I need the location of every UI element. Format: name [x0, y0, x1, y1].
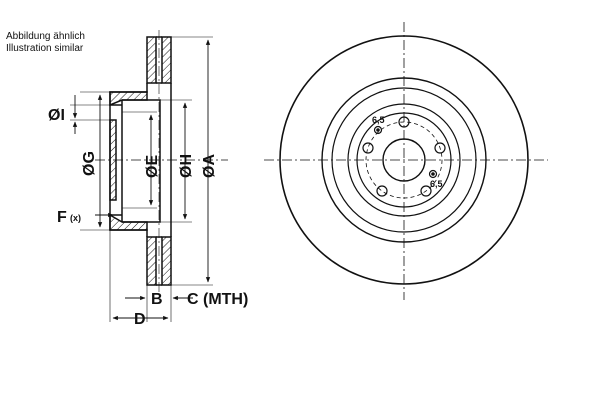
hat-outer-circle — [347, 103, 461, 217]
label-D: D — [134, 311, 146, 328]
side-view-labels: ØI ØG ØE ØH ØA F (x) B C (MTH) D — [48, 107, 248, 328]
bolt-hole — [434, 142, 446, 154]
caption-english: Illustration similar — [6, 43, 84, 54]
bolt-hole — [420, 185, 432, 197]
label-dia-E: ØE — [144, 155, 161, 178]
label-dia-A: ØA — [201, 154, 218, 178]
ring-top-outer — [146, 36, 157, 84]
bolt-hole — [362, 142, 374, 154]
bolt-hole — [376, 185, 388, 197]
bolt-pitch-circle — [365, 121, 443, 199]
front-view-labels: 6,5 6,5 — [372, 115, 443, 189]
label-dia-H: ØH — [178, 154, 195, 178]
label-dia-I: ØI — [48, 107, 65, 124]
side-section-view — [70, 30, 228, 322]
ring-top-inner — [161, 36, 172, 84]
locating-hole-top — [373, 125, 383, 135]
bolt-hole — [398, 116, 410, 128]
locating-hole-right — [428, 169, 438, 179]
disc-outer-circle — [279, 35, 529, 285]
caption-german: Abbildung ähnlich — [6, 31, 85, 42]
hat-inner-circle — [356, 112, 452, 208]
label-C-MTH: C (MTH) — [187, 291, 248, 308]
label-dia-G: ØG — [81, 151, 98, 176]
ring-bottom-inner — [161, 236, 172, 286]
hole-label-right: 6,5 — [430, 179, 443, 189]
hole-label-top: 6,5 — [372, 115, 385, 125]
center-bore — [382, 138, 426, 182]
label-F: F — [57, 209, 67, 226]
front-view — [264, 22, 548, 300]
ring-bottom-outer — [146, 236, 157, 286]
label-B: B — [151, 291, 163, 308]
label-F-sub: (x) — [70, 213, 81, 223]
friction-inner-circle — [321, 77, 487, 243]
